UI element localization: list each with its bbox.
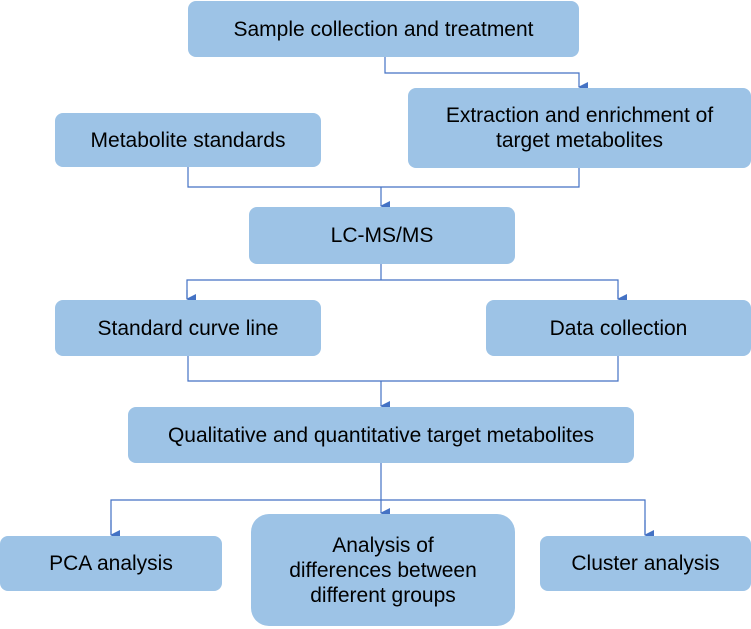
node-extraction: Extraction and enrichment of target meta…	[408, 88, 751, 168]
connector-split-bar	[110, 499, 646, 534]
node-pca-analysis: PCA analysis	[0, 536, 222, 591]
connector-split-to-standard-curve	[186, 279, 619, 298]
node-standard-curve: Standard curve line	[55, 300, 321, 356]
node-qualitative-quantitative-line-1: Qualitative and quantitative target meta…	[167, 423, 595, 447]
connector-sample-to-extraction	[384, 57, 588, 92]
node-cluster-analysis-line-1: Cluster analysis	[571, 552, 720, 575]
node-extraction-line-2: target metabolites	[496, 129, 663, 152]
node-lcmsms-line-1: LC-MS/MS	[330, 224, 434, 247]
node-group-differences: Analysis of differences between differen…	[251, 514, 515, 626]
node-cluster-analysis: Cluster analysis	[540, 536, 751, 591]
node-group-differences-line-1: Analysis of	[332, 533, 434, 557]
node-standard-curve-line-1: Standard curve line	[97, 316, 279, 340]
node-sample-collection: Sample collection and treatment	[188, 1, 579, 57]
node-pca-analysis-line-1: PCA analysis	[49, 552, 173, 575]
node-metabolite-standards: Metabolite standards	[55, 113, 321, 167]
node-group-differences-line-3: different groups	[310, 583, 456, 607]
node-data-collection: Data collection	[486, 300, 751, 356]
node-data-collection-line-1: Data collection	[549, 316, 688, 340]
node-extraction-line-1: Extraction and enrichment of	[445, 104, 714, 127]
connector-standards-to-merge	[187, 167, 580, 188]
node-metabolite-standards-line-1: Metabolite standards	[90, 128, 286, 152]
node-qualitative-quantitative: Qualitative and quantitative target meta…	[128, 407, 634, 463]
node-sample-collection-line-1: Sample collection and treatment	[233, 17, 534, 41]
connector-curve-data-merge	[187, 356, 619, 382]
node-group-differences-line-2: differences between	[289, 558, 477, 582]
node-lcmsms: LC-MS/MS	[249, 207, 515, 264]
